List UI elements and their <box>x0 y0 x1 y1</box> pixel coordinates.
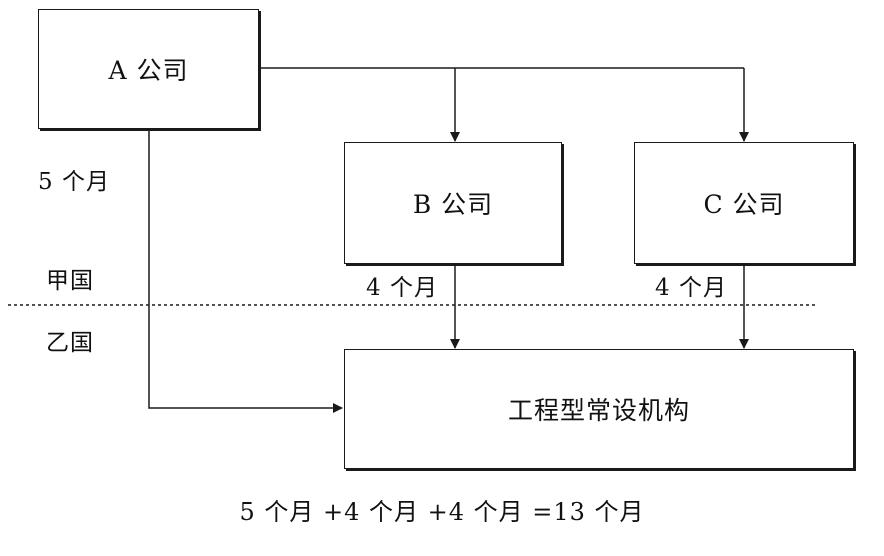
company-a-label: A 公司 <box>108 56 189 85</box>
company-b-box: B 公司 <box>344 142 562 264</box>
engineering-pe-box: 工程型常设机构 <box>344 349 854 469</box>
total-duration-formula: 5 个月 +4 个月 +4 个月 =13 个月 <box>239 498 645 526</box>
arrow-a-to-pe <box>148 128 343 413</box>
country-yi-label: 乙国 <box>46 330 94 356</box>
country-jia-label: 甲国 <box>46 268 94 294</box>
company-c-box: C 公司 <box>634 142 854 264</box>
company-c-label: C 公司 <box>703 190 785 219</box>
company-b-duration-label: 4 个月 <box>366 275 438 301</box>
company-a-box: A 公司 <box>38 9 259 129</box>
company-b-label: B 公司 <box>412 190 494 219</box>
engineering-pe-label: 工程型常设机构 <box>507 396 690 425</box>
company-c-duration-label: 4 个月 <box>655 275 727 301</box>
company-a-duration-label: 5 个月 <box>38 169 110 195</box>
